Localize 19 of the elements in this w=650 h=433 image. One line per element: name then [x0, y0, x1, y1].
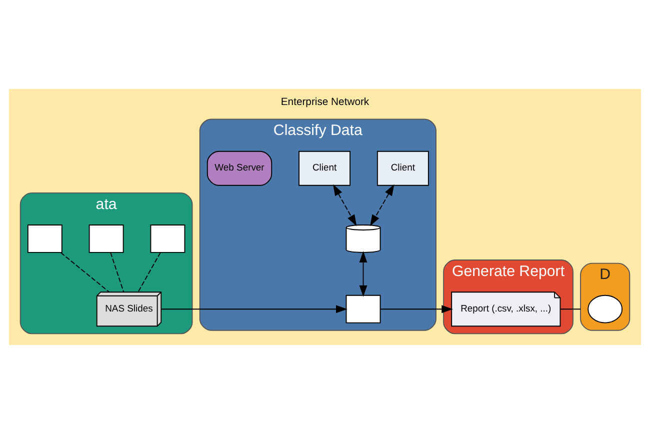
node-box: Client [376, 150, 429, 186]
node-box [88, 224, 124, 252]
node-box: Client [298, 150, 350, 186]
arrow [359, 250, 368, 296]
arrow [380, 304, 453, 313]
node-box [346, 294, 381, 323]
node-box [27, 224, 62, 252]
node-box: Web Server [206, 150, 272, 186]
cluster: D [580, 262, 630, 330]
arrow [333, 184, 357, 226]
arrow [370, 184, 394, 226]
connector [60, 252, 110, 292]
node-cloud [588, 294, 623, 323]
connector [560, 308, 581, 310]
connector [110, 252, 124, 292]
node-box [150, 224, 186, 252]
connector [138, 252, 161, 292]
arrow [161, 304, 348, 313]
diagram-title: Enterprise Network [280, 96, 370, 108]
